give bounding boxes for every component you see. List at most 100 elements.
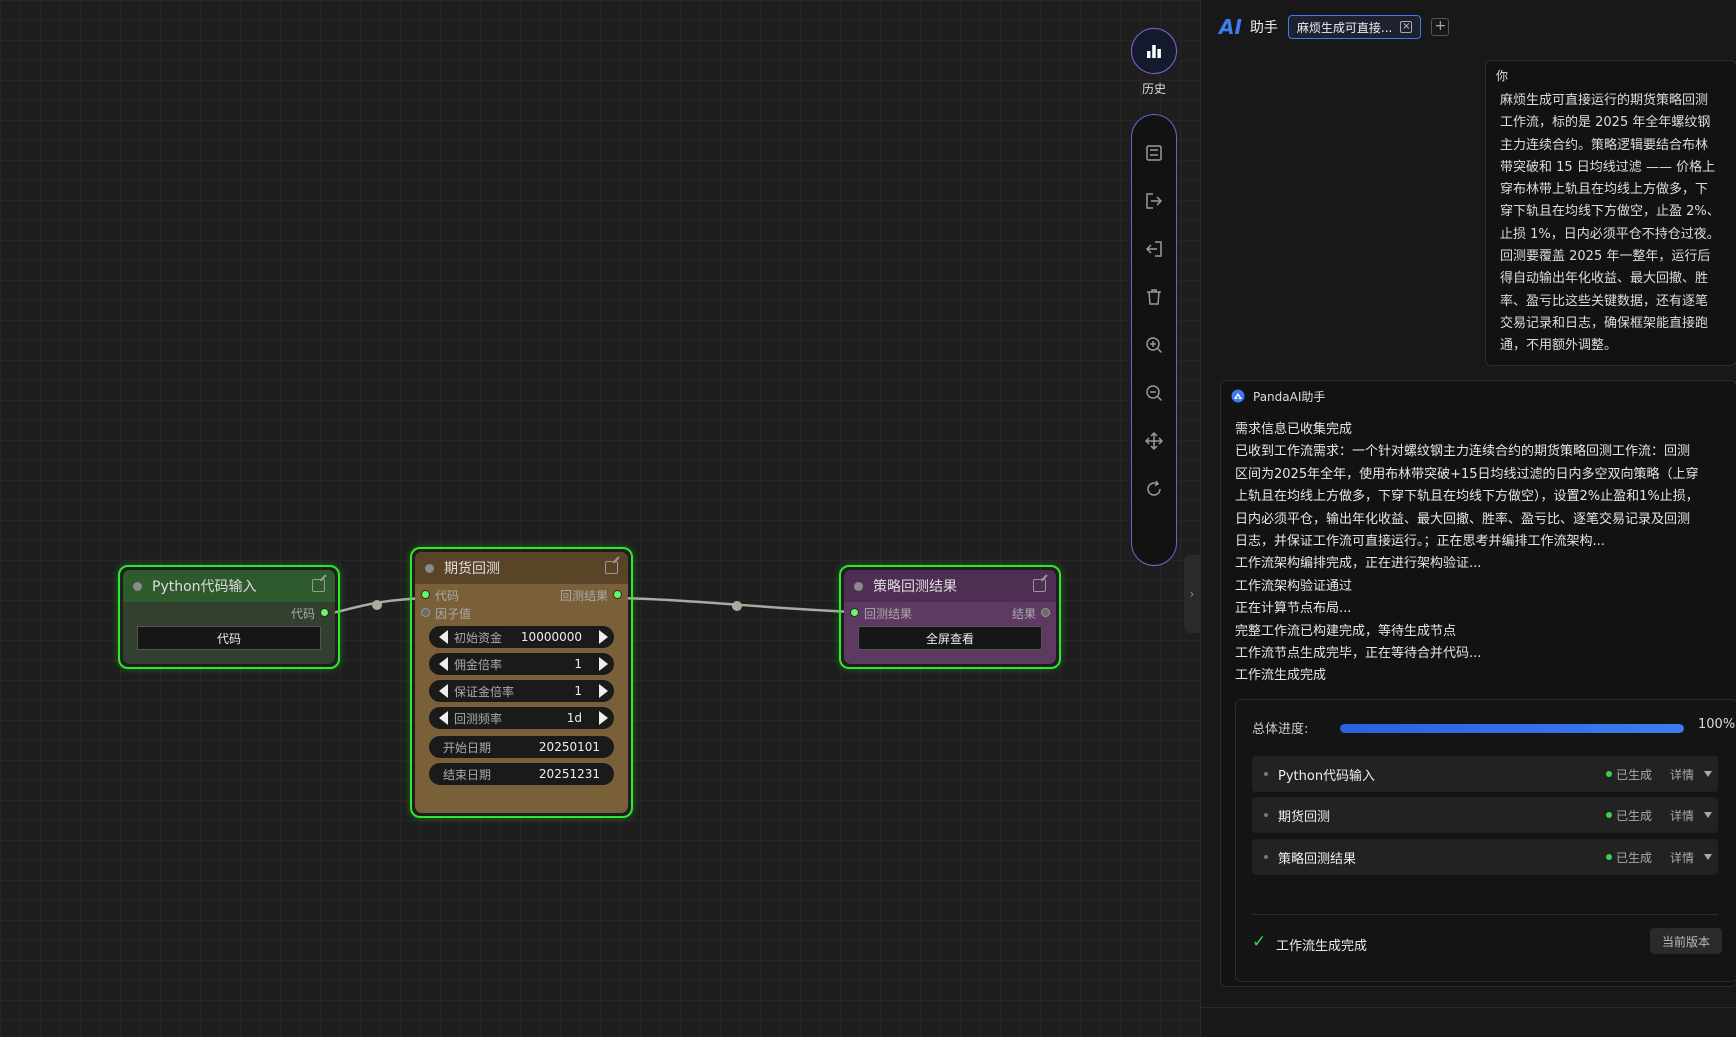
message-line: 穿下轨且在均线下方做空，止盈 2%、 <box>1500 204 1720 220</box>
trash-icon[interactable] <box>1144 287 1164 307</box>
message-line: 得自动输出年化收益、最大回撤、胜 <box>1500 271 1709 287</box>
increment-arrow-icon[interactable] <box>599 711 608 725</box>
node-python-input[interactable]: Python代码输入 代码 代码 <box>118 565 340 669</box>
param-frequency[interactable]: 回测频率 1d <box>429 707 614 729</box>
step-item[interactable]: 策略回测结果 已生成 详情 <box>1252 839 1718 875</box>
wire-result-midpoint[interactable] <box>732 601 742 611</box>
import-icon[interactable] <box>1144 239 1164 259</box>
param-name: 结束日期 <box>443 767 492 782</box>
node-status-dot <box>854 581 863 591</box>
wire-code-midpoint[interactable] <box>372 600 382 610</box>
divider <box>1201 1007 1736 1008</box>
input-port-factor[interactable] <box>421 608 430 617</box>
user-message: 你 麻烦生成可直接运行的期货策略回测 工作流，标的是 2025 年全年螺纹钢 主… <box>1485 60 1736 366</box>
increment-arrow-icon[interactable] <box>599 630 608 644</box>
message-line: 穿布林带上轨且在均线上方做多，下 <box>1500 182 1709 198</box>
node-title: 策略回测结果 <box>873 579 957 595</box>
bullet <box>1264 813 1268 817</box>
history-label: 历史 <box>1141 82 1166 96</box>
edit-icon[interactable] <box>1033 579 1046 592</box>
progress-card: 总体进度: 100% Python代码输入 已生成 详情 期货回测 <box>1235 699 1736 982</box>
wire-layer <box>326 596 856 616</box>
decrement-arrow-icon[interactable] <box>439 630 448 644</box>
node-status-dot <box>425 563 434 573</box>
edit-icon[interactable] <box>312 579 325 592</box>
increment-arrow-icon[interactable] <box>599 657 608 671</box>
status-dot <box>1606 771 1612 777</box>
port-row: 代码 回测结果 <box>415 584 628 604</box>
param-initial-capital[interactable]: 初始资金 10000000 <box>429 626 614 648</box>
new-session-button[interactable]: + <box>1431 18 1450 36</box>
current-version-button[interactable]: 当前版本 <box>1650 928 1722 954</box>
chevron-right-icon: › <box>1189 587 1195 601</box>
output-port-result[interactable] <box>613 590 622 599</box>
port-row: 因子值 <box>415 602 628 622</box>
refresh-icon[interactable] <box>1144 479 1164 499</box>
port-label-result: 回测结果 <box>864 607 913 621</box>
input-port-result[interactable] <box>850 608 859 617</box>
param-value: 20251231 <box>538 767 600 781</box>
node-strategy-result[interactable]: 策略回测结果 回测结果 结果 全屏查看 <box>839 565 1061 669</box>
history-button[interactable] <box>1131 28 1177 74</box>
node-python-input-header[interactable]: Python代码输入 <box>123 570 335 602</box>
status-dot <box>1606 854 1612 860</box>
step-item[interactable]: Python代码输入 已生成 详情 <box>1252 756 1718 792</box>
details-toggle[interactable]: 详情 <box>1670 768 1695 782</box>
move-icon[interactable] <box>1144 431 1164 451</box>
chevron-down-icon[interactable] <box>1704 812 1712 818</box>
message-line: 工作流，标的是 2025 年全年螺纹钢 <box>1500 115 1711 131</box>
message-line: 率、盈亏比这些关键数据，还有逐笔 <box>1500 293 1709 309</box>
zoom-out-icon[interactable] <box>1144 383 1164 403</box>
node-strategy-result-header[interactable]: 策略回测结果 <box>844 570 1056 602</box>
message-line: 需求信息已收集完成 <box>1235 422 1353 437</box>
node-futures-backtest-header[interactable]: 期货回测 <box>415 552 628 584</box>
fullscreen-view-button[interactable]: 全屏查看 <box>858 626 1042 650</box>
message-line: 止损 1%，日内必须平仓不持仓过夜。 <box>1500 226 1720 242</box>
param-commission-multiplier[interactable]: 佣金倍率 1 <box>429 653 614 675</box>
edit-icon[interactable] <box>605 561 618 574</box>
port-label-code: 代码 <box>290 607 315 621</box>
session-tab[interactable]: 麻烦生成可直接... × <box>1287 15 1422 39</box>
param-value: 1 <box>574 684 582 698</box>
increment-arrow-icon[interactable] <box>599 684 608 698</box>
message-line: 上轨且在均线上方做多，下穿下轨且在均线下方做空），设置2%止盈和1%止损， <box>1235 489 1699 505</box>
input-port-code[interactable] <box>421 590 430 599</box>
details-toggle[interactable]: 详情 <box>1670 809 1695 823</box>
wire-result[interactable] <box>618 596 856 614</box>
message-line: 工作流生成完成 <box>1235 668 1327 684</box>
port-label-output: 结果 <box>1011 607 1036 621</box>
output-port-result[interactable] <box>1041 608 1050 617</box>
ai-logo: AI <box>1219 15 1242 39</box>
param-end-date[interactable]: 结束日期 20251231 <box>429 763 614 785</box>
output-port-code[interactable] <box>320 608 329 617</box>
check-icon: ✓ <box>1252 932 1267 952</box>
node-futures-backtest[interactable]: 期货回测 代码 回测结果 因子值 初始资金 10000000 <box>410 547 633 818</box>
details-toggle[interactable]: 详情 <box>1670 851 1695 865</box>
canvas-toolbar <box>1131 114 1177 566</box>
message-line: 完整工作流已构建完成，等待生成节点 <box>1235 623 1457 639</box>
zoom-in-icon[interactable] <box>1144 335 1164 355</box>
port-label-code: 代码 <box>435 589 460 603</box>
code-button[interactable]: 代码 <box>137 626 321 650</box>
workflow-canvas[interactable]: Python代码输入 代码 代码 期货回测 代 <box>0 0 1200 1037</box>
chevron-down-icon[interactable] <box>1704 771 1712 777</box>
param-margin-multiplier[interactable]: 保证金倍率 1 <box>429 680 614 702</box>
divider <box>1252 914 1718 915</box>
message-line: 已收到工作流需求：一个针对螺纹钢主力连续合约的期货策略回测工作流：回测 <box>1235 444 1691 460</box>
step-status: 已生成 <box>1616 768 1653 782</box>
completion-text: 工作流生成完成 <box>1276 939 1368 954</box>
decrement-arrow-icon[interactable] <box>439 711 448 725</box>
progress-fill <box>1340 724 1684 733</box>
save-icon[interactable] <box>1144 143 1164 163</box>
export-icon[interactable] <box>1144 191 1164 211</box>
panel-title: 助手 <box>1249 20 1278 36</box>
step-item[interactable]: 期货回测 已生成 详情 <box>1252 797 1718 833</box>
chevron-down-icon[interactable] <box>1704 854 1712 860</box>
panel-collapse-toggle[interactable]: › <box>1184 555 1200 633</box>
param-start-date[interactable]: 开始日期 20250101 <box>429 736 614 758</box>
decrement-arrow-icon[interactable] <box>439 657 448 671</box>
param-value: 10000000 <box>520 630 582 644</box>
decrement-arrow-icon[interactable] <box>439 684 448 698</box>
close-icon[interactable]: × <box>1400 21 1413 33</box>
user-label: 你 <box>1496 69 1509 83</box>
